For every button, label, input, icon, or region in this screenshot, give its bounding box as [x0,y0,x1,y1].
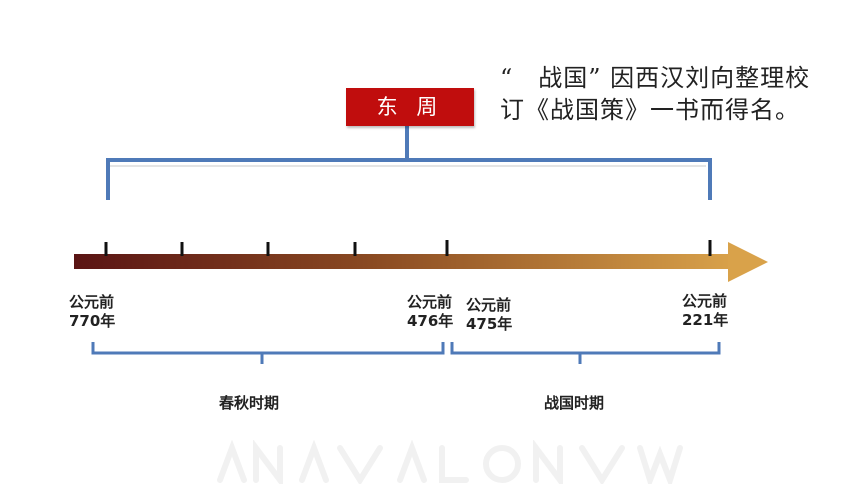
zhanguo-name-note: “ 战国” 因西汉刘向整理校订《战国策》一书而得名。 [500,64,811,124]
date-prefix: 公元前 [466,296,512,314]
timeline-ticks [104,240,712,256]
date-prefix: 公元前 [69,293,115,311]
dongzhou-label: 东 周 [376,95,444,119]
period-zhanguo: 战国时期 [544,394,605,412]
date-label-476bc: 公元前 476年 [407,293,453,331]
decorative-watermark [217,440,683,484]
zhanguo-bracket [450,342,721,364]
timeline-arrow [74,242,768,282]
dongzhou-bracket [106,126,712,200]
period-chunqiu: 春秋时期 [219,394,280,412]
date-year: 475年 [466,315,513,333]
date-year: 476年 [407,312,454,330]
date-label-221bc: 公元前 221年 [682,292,728,330]
date-prefix: 公元前 [682,292,728,310]
chunqiu-bracket [91,342,445,364]
date-year: 770年 [69,312,116,330]
date-prefix: 公元前 [407,293,453,311]
dongzhou-label-box: 东 周 [346,88,474,126]
date-label-770bc: 公元前 770年 [69,293,115,331]
date-label-475bc: 公元前 475年 [466,296,512,334]
date-year: 221年 [682,311,729,329]
